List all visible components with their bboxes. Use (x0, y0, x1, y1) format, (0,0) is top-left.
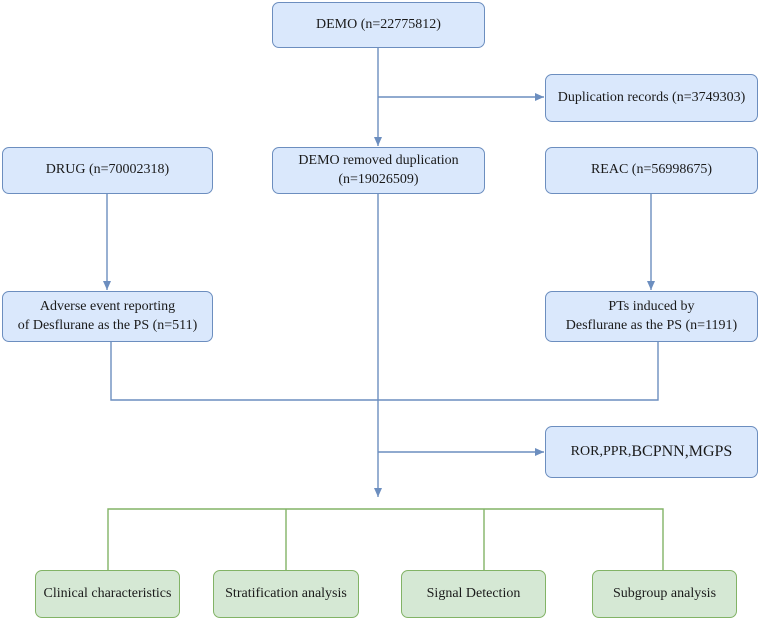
reac-label: REAC (n=56998675) (590, 162, 713, 178)
duplication-box: Duplication records (n=3749303) (545, 74, 758, 122)
demo-removed-label-line2: (n=19026509) (338, 171, 419, 187)
merge-line (110, 342, 659, 401)
analysis-bracket (107, 508, 664, 570)
pts-label-line1: PTs induced by (608, 299, 695, 315)
reac-box: REAC (n=56998675) (545, 147, 758, 194)
methods-box: ROR,PPR,BCPNN,MGPS (545, 426, 758, 478)
methods-label-small: ROR,PPR, (570, 443, 632, 459)
signal-box: Signal Detection (401, 570, 546, 618)
pts-box: PTs induced by Desflurane as the PS (n=1… (545, 291, 758, 342)
stratification-box: Stratification analysis (213, 570, 359, 618)
subgroup-box: Subgroup analysis (592, 570, 737, 618)
adverse-label-line1: Adverse event reporting (39, 299, 176, 315)
drug-box: DRUG (n=70002318) (2, 147, 213, 194)
demo-removed-box: DEMO removed duplication (n=19026509) (272, 147, 485, 194)
adverse-label-line2: of Desflurane as the PS (n=511) (17, 317, 198, 333)
clinical-box: Clinical characteristics (35, 570, 180, 618)
adverse-box: Adverse event reporting of Desflurane as… (2, 291, 213, 342)
demo-box: DEMO (n=22775812) (272, 2, 485, 48)
stratification-label: Stratification analysis (225, 585, 347, 601)
drug-label: DRUG (n=70002318) (45, 162, 170, 178)
demo-removed-label-line1: DEMO removed duplication (298, 153, 459, 169)
duplication-label: Duplication records (n=3749303) (557, 89, 746, 105)
methods-label-big: BCPNN,MGPS (631, 442, 733, 460)
demo-label: DEMO (n=22775812) (316, 16, 441, 32)
subgroup-label: Subgroup analysis (612, 585, 717, 601)
signal-label: Signal Detection (426, 585, 521, 601)
pts-label-line2: Desflurane as the PS (n=1191) (565, 317, 738, 333)
clinical-label: Clinical characteristics (43, 585, 172, 601)
